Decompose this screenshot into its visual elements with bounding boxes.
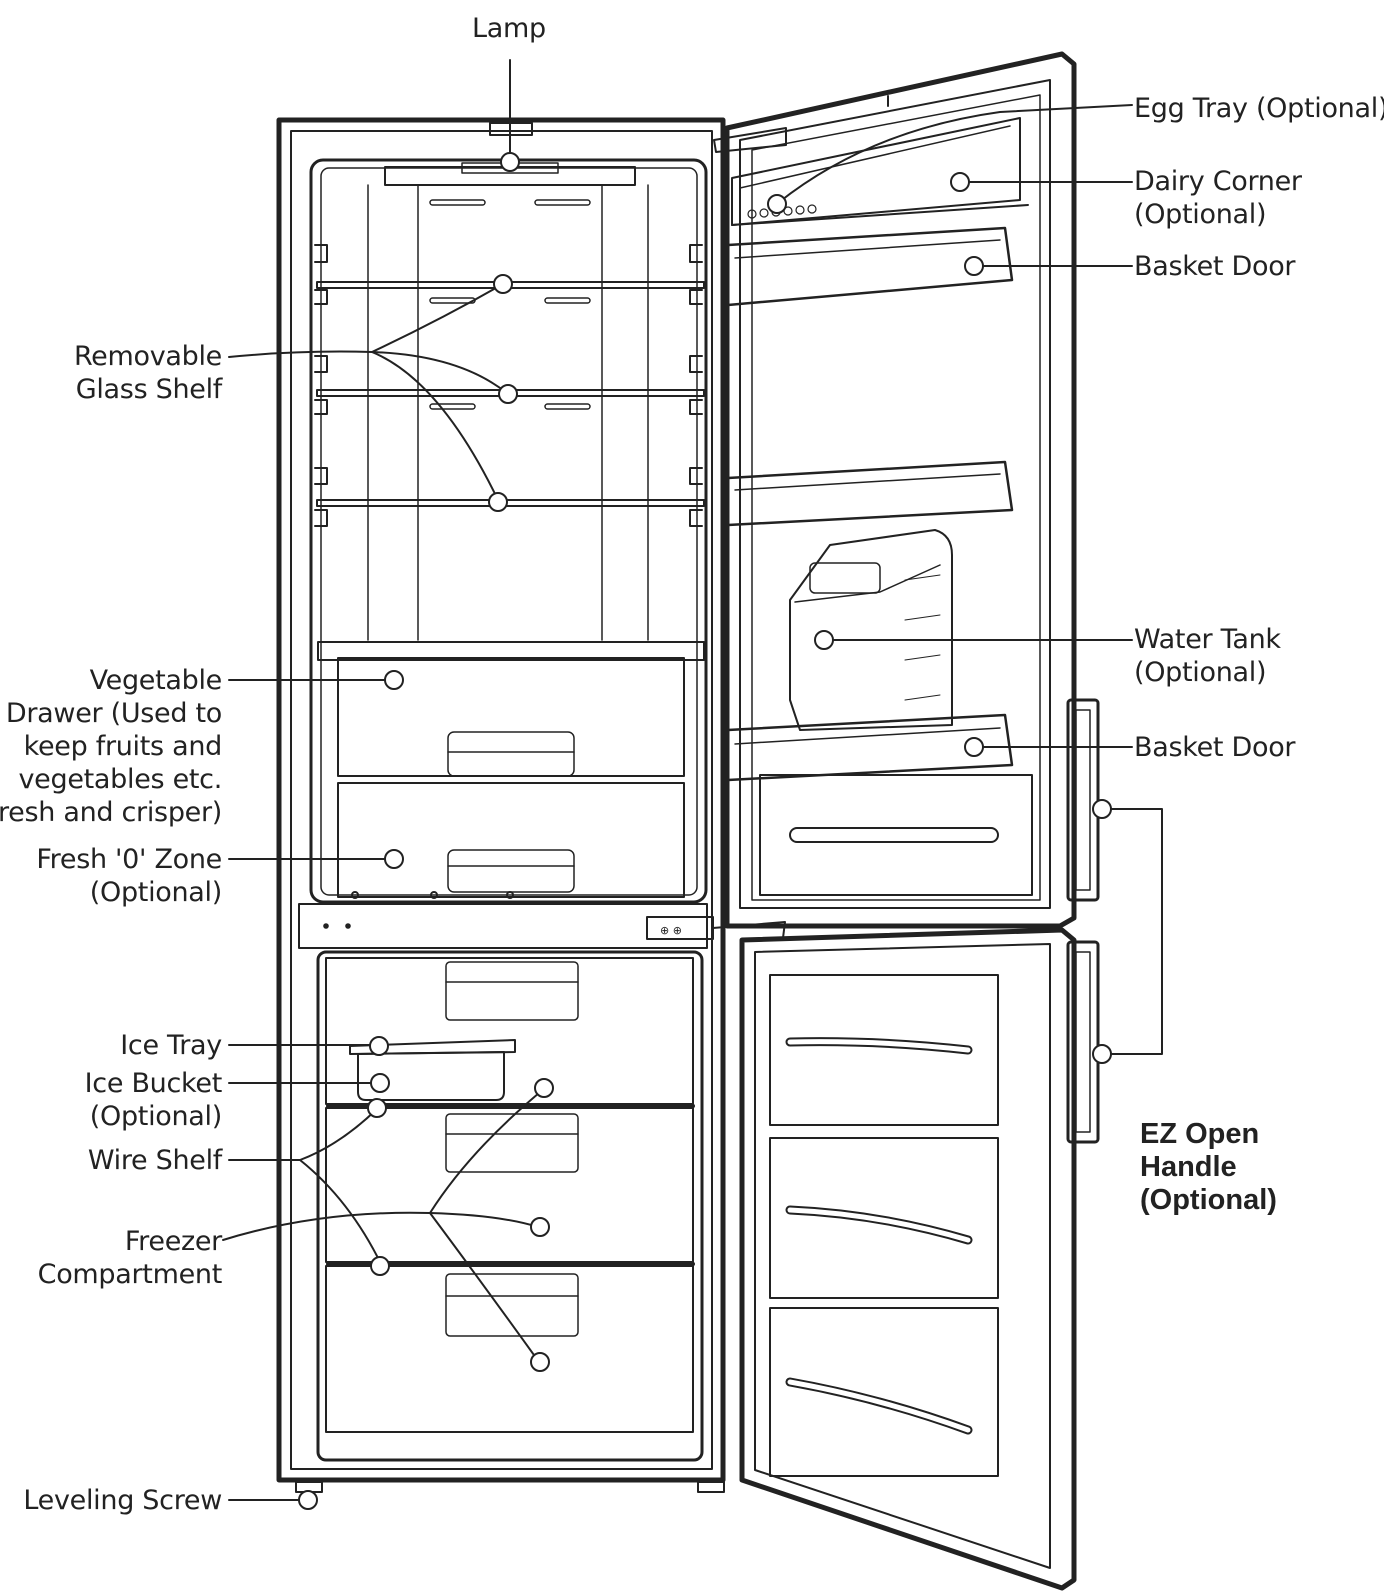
label-vegetable-drawer-line3: keep fruits and — [23, 731, 223, 762]
leader-lines — [222, 59, 1163, 1501]
label-vegetable-drawer-line2: Drawer (Used to — [5, 698, 222, 729]
label-lamp-text: Lamp — [472, 13, 546, 44]
label-freezer-compartment-line2: Compartment — [37, 1259, 223, 1290]
label-dairy-corner-line2: (Optional) — [1134, 199, 1267, 230]
label-vegetable-drawer-line1: Vegetable — [89, 665, 223, 696]
label-fresh-zone-line1: Fresh '0' Zone — [36, 844, 222, 875]
label-egg-tray: Egg Tray (Optional) — [1134, 92, 1384, 125]
label-freezer-compartment-line1: Freezer — [124, 1226, 222, 1257]
label-basket-door-top-text: Basket Door — [1134, 251, 1296, 282]
label-basket-door-top: Basket Door — [1134, 250, 1296, 283]
label-basket-door-bottom: Basket Door — [1134, 731, 1296, 764]
label-basket-door-bottom-text: Basket Door — [1134, 732, 1296, 763]
label-ice-bucket-line2: (Optional) — [89, 1101, 223, 1132]
label-water-tank-line2: (Optional) — [1134, 657, 1267, 688]
label-ez-open-handle-line1: EZ Open — [1140, 1118, 1260, 1150]
freezer-door — [739, 927, 1077, 1591]
label-wire-shelf-text: Wire Shelf — [87, 1145, 222, 1176]
label-vegetable-drawer: Vegetable Drawer (Used to keep fruits an… — [0, 664, 222, 829]
label-fresh-zone: Fresh '0' Zone (Optional) — [36, 843, 222, 909]
label-fresh-zone-line2: (Optional) — [89, 877, 223, 908]
label-water-tank: Water Tank (Optional) — [1134, 623, 1281, 689]
svg-text:⊕ ⊕: ⊕ ⊕ — [660, 924, 682, 937]
label-leveling-screw-text: Leveling Screw — [23, 1485, 222, 1516]
label-vegetable-drawer-line5: fresh and crisper) — [0, 797, 222, 828]
label-vegetable-drawer-line4: vegetables etc. — [18, 764, 223, 795]
label-removable-glass-shelf: Removable Glass Shelf — [74, 340, 222, 406]
label-water-tank-line1: Water Tank — [1134, 624, 1281, 655]
label-removable-glass-shelf-line1: Removable — [73, 341, 222, 372]
cabinet-body: ⊕ ⊕ — [276, 117, 786, 1493]
label-removable-glass-shelf-line2: Glass Shelf — [75, 374, 223, 405]
label-leveling-screw: Leveling Screw — [23, 1484, 222, 1517]
label-ice-tray: Ice Tray — [120, 1029, 222, 1062]
callout-points — [298, 152, 1112, 1510]
label-ice-bucket-line1: Ice Bucket — [84, 1068, 223, 1099]
label-egg-tray-text: Egg Tray (Optional) — [1134, 93, 1384, 124]
fridge-interior — [309, 158, 708, 904]
label-ez-open-handle-line2: Handle — [1140, 1151, 1237, 1183]
fridge-door — [713, 51, 1077, 929]
label-dairy-corner: Dairy Corner (Optional) — [1134, 165, 1302, 231]
label-freezer-compartment: Freezer Compartment — [37, 1225, 223, 1291]
label-wire-shelf: Wire Shelf — [88, 1144, 222, 1177]
label-ice-tray-text: Ice Tray — [120, 1030, 222, 1061]
label-ice-bucket: Ice Bucket (Optional) — [84, 1067, 223, 1133]
label-ez-open-handle-line3: (Optional) — [1140, 1184, 1277, 1216]
label-lamp: Lamp — [472, 12, 546, 45]
label-dairy-corner-line1: Dairy Corner — [1134, 166, 1302, 197]
freezer-interior — [316, 950, 704, 1462]
label-ez-open-handle: EZ Open Handle (Optional) — [1140, 1118, 1277, 1217]
